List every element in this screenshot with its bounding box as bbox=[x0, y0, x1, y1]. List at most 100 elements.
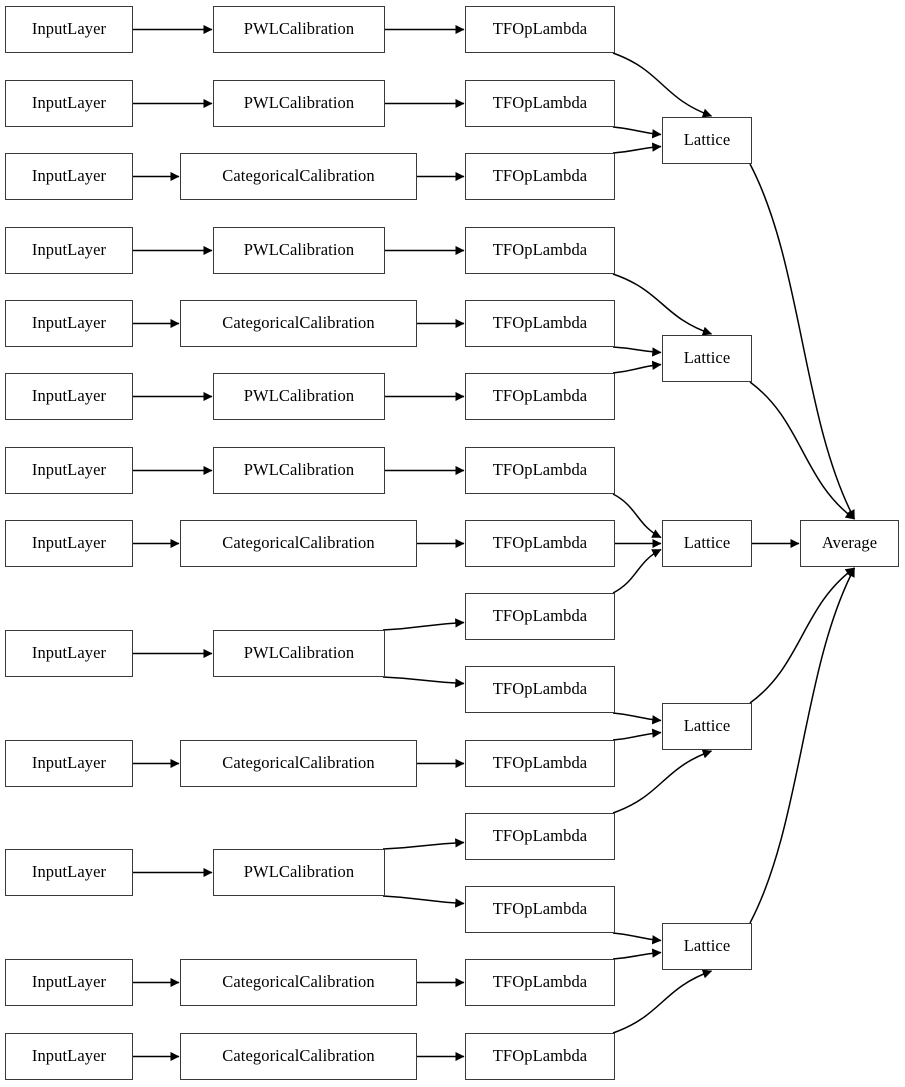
graph-edge bbox=[612, 548, 662, 594]
graph-node-tf-op-lambda[interactable]: TFOpLambda bbox=[465, 813, 615, 860]
graph-node-average[interactable]: Average bbox=[800, 520, 899, 567]
graph-node-label: PWLCalibration bbox=[243, 93, 355, 113]
graph-node-label: TFOpLambda bbox=[492, 1046, 588, 1066]
graph-node-lattice[interactable]: Lattice bbox=[662, 923, 752, 970]
graph-node-label: CategoricalCalibration bbox=[222, 972, 375, 992]
graph-node-label: InputLayer bbox=[31, 862, 107, 882]
graph-node-label: PWLCalibration bbox=[243, 643, 355, 663]
graph-node-label: CategoricalCalibration bbox=[222, 313, 375, 333]
graph-node-pwl-calibration[interactable]: PWLCalibration bbox=[213, 227, 385, 274]
graph-node-label: TFOpLambda bbox=[492, 679, 588, 699]
graph-node-categorical-calibration[interactable]: CategoricalCalibration bbox=[180, 1033, 417, 1080]
graph-node-categorical-calibration[interactable]: CategoricalCalibration bbox=[180, 300, 417, 347]
graph-node-tf-op-lambda[interactable]: TFOpLambda bbox=[465, 300, 615, 347]
graph-node-tf-op-lambda[interactable]: TFOpLambda bbox=[465, 520, 615, 567]
graph-node-pwl-calibration[interactable]: PWLCalibration bbox=[213, 80, 385, 127]
graph-node-label: Lattice bbox=[683, 533, 731, 553]
graph-node-tf-op-lambda[interactable]: TFOpLambda bbox=[465, 1033, 615, 1080]
graph-edge bbox=[612, 749, 713, 814]
graph-edge bbox=[382, 895, 465, 908]
graph-node-input-layer[interactable]: InputLayer bbox=[5, 1033, 133, 1080]
graph-node-label: Lattice bbox=[683, 130, 731, 150]
graph-node-input-layer[interactable]: InputLayer bbox=[5, 80, 133, 127]
graph-edge bbox=[612, 948, 662, 960]
graph-node-input-layer[interactable]: InputLayer bbox=[5, 630, 133, 677]
graph-node-input-layer[interactable]: InputLayer bbox=[5, 227, 133, 274]
graph-node-lattice[interactable]: Lattice bbox=[662, 703, 752, 750]
graph-node-label: TFOpLambda bbox=[492, 19, 588, 39]
graph-node-label: InputLayer bbox=[31, 19, 107, 39]
graph-node-tf-op-lambda[interactable]: TFOpLambda bbox=[465, 153, 615, 200]
graph-node-label: Average bbox=[821, 533, 878, 553]
graph-node-tf-op-lambda[interactable]: TFOpLambda bbox=[465, 373, 615, 420]
graph-node-input-layer[interactable]: InputLayer bbox=[5, 740, 133, 787]
graph-edge bbox=[612, 126, 662, 139]
graph-edge bbox=[612, 273, 713, 336]
graph-node-label: TFOpLambda bbox=[492, 460, 588, 480]
graph-node-label: InputLayer bbox=[31, 1046, 107, 1066]
graph-node-label: InputLayer bbox=[31, 166, 107, 186]
graph-node-pwl-calibration[interactable]: PWLCalibration bbox=[213, 6, 385, 53]
graph-node-categorical-calibration[interactable]: CategoricalCalibration bbox=[180, 959, 417, 1006]
graph-edge bbox=[382, 618, 465, 631]
graph-node-tf-op-lambda[interactable]: TFOpLambda bbox=[465, 227, 615, 274]
graph-node-label: TFOpLambda bbox=[492, 313, 588, 333]
graph-node-input-layer[interactable]: InputLayer bbox=[5, 153, 133, 200]
graph-edge bbox=[749, 567, 856, 924]
graph-node-label: TFOpLambda bbox=[492, 753, 588, 773]
graph-node-tf-op-lambda[interactable]: TFOpLambda bbox=[465, 666, 615, 713]
graph-node-tf-op-lambda[interactable]: TFOpLambda bbox=[465, 6, 615, 53]
graph-node-categorical-calibration[interactable]: CategoricalCalibration bbox=[180, 520, 417, 567]
graph-node-categorical-calibration[interactable]: CategoricalCalibration bbox=[180, 153, 417, 200]
graph-node-label: CategoricalCalibration bbox=[222, 166, 375, 186]
graph-node-lattice[interactable]: Lattice bbox=[662, 520, 752, 567]
graph-edge bbox=[612, 728, 662, 741]
graph-node-label: Lattice bbox=[683, 936, 731, 956]
graph-node-input-layer[interactable]: InputLayer bbox=[5, 300, 133, 347]
graph-node-input-layer[interactable]: InputLayer bbox=[5, 520, 133, 567]
graph-node-tf-op-lambda[interactable]: TFOpLambda bbox=[465, 80, 615, 127]
graph-node-tf-op-lambda[interactable]: TFOpLambda bbox=[465, 959, 615, 1006]
graph-node-input-layer[interactable]: InputLayer bbox=[5, 6, 133, 53]
graph-node-label: TFOpLambda bbox=[492, 93, 588, 113]
graph-node-label: InputLayer bbox=[31, 753, 107, 773]
graph-node-label: CategoricalCalibration bbox=[222, 533, 375, 553]
graph-node-label: InputLayer bbox=[31, 93, 107, 113]
graph-node-label: PWLCalibration bbox=[243, 386, 355, 406]
graph-node-lattice[interactable]: Lattice bbox=[662, 335, 752, 382]
graph-node-tf-op-lambda[interactable]: TFOpLambda bbox=[465, 886, 615, 933]
graph-node-input-layer[interactable]: InputLayer bbox=[5, 447, 133, 494]
graph-node-label: TFOpLambda bbox=[492, 826, 588, 846]
graph-node-label: TFOpLambda bbox=[492, 166, 588, 186]
graph-edge bbox=[612, 360, 662, 374]
graph-node-pwl-calibration[interactable]: PWLCalibration bbox=[213, 630, 385, 677]
graph-node-label: InputLayer bbox=[31, 972, 107, 992]
graph-node-tf-op-lambda[interactable]: TFOpLambda bbox=[465, 447, 615, 494]
graph-node-input-layer[interactable]: InputLayer bbox=[5, 959, 133, 1006]
graph-node-tf-op-lambda[interactable]: TFOpLambda bbox=[465, 740, 615, 787]
graph-node-label: TFOpLambda bbox=[492, 972, 588, 992]
graph-node-input-layer[interactable]: InputLayer bbox=[5, 849, 133, 896]
graph-node-pwl-calibration[interactable]: PWLCalibration bbox=[213, 849, 385, 896]
graph-edge bbox=[749, 567, 855, 704]
graph-node-input-layer[interactable]: InputLayer bbox=[5, 373, 133, 420]
graph-node-label: InputLayer bbox=[31, 460, 107, 480]
graph-edge bbox=[612, 142, 662, 154]
graph-node-label: CategoricalCalibration bbox=[222, 753, 375, 773]
graph-edge bbox=[612, 969, 713, 1034]
graph-node-tf-op-lambda[interactable]: TFOpLambda bbox=[465, 593, 615, 640]
graph-edge bbox=[612, 712, 662, 725]
graph-edge bbox=[749, 163, 856, 520]
graph-node-label: TFOpLambda bbox=[492, 240, 588, 260]
graph-node-label: Lattice bbox=[683, 348, 731, 368]
graph-edge bbox=[749, 381, 855, 520]
graph-edge bbox=[612, 52, 713, 118]
graph-node-label: PWLCalibration bbox=[243, 862, 355, 882]
graph-node-pwl-calibration[interactable]: PWLCalibration bbox=[213, 373, 385, 420]
graph-node-label: InputLayer bbox=[31, 386, 107, 406]
graph-node-lattice[interactable]: Lattice bbox=[662, 117, 752, 164]
graph-node-categorical-calibration[interactable]: CategoricalCalibration bbox=[180, 740, 417, 787]
graph-edge bbox=[382, 676, 465, 688]
graph-node-pwl-calibration[interactable]: PWLCalibration bbox=[213, 447, 385, 494]
